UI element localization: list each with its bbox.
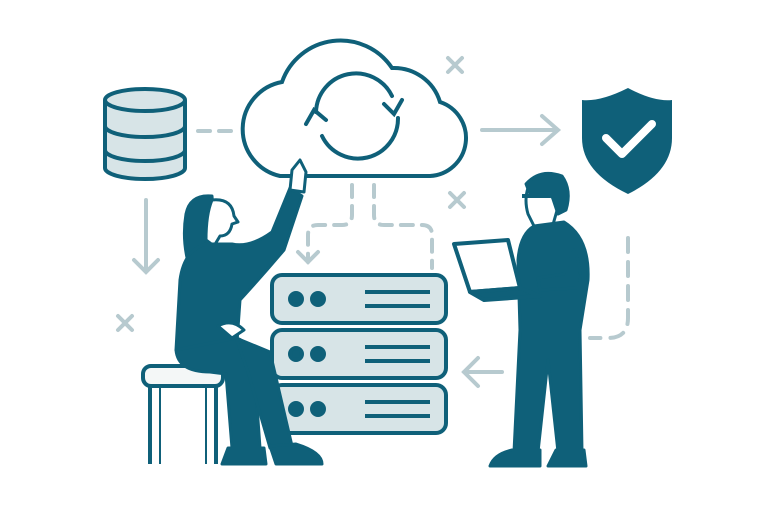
cloud-to-server-dash-right [372, 183, 434, 270]
torso [174, 186, 304, 360]
cloud-to-server-dash-left [306, 183, 354, 264]
laptop [452, 238, 542, 302]
server-unit [270, 273, 448, 325]
shoe [488, 448, 542, 468]
legs [512, 328, 584, 454]
shoe [220, 446, 268, 466]
server-unit [270, 383, 448, 435]
cloud-to-shield-arrow [480, 114, 562, 146]
man-figure [488, 171, 590, 468]
shoe-2 [546, 448, 588, 468]
sync-arrows-icon [304, 71, 404, 161]
stool [141, 364, 225, 464]
hair [524, 171, 570, 216]
shield-to-server-dash [588, 236, 630, 340]
x-marks [116, 56, 466, 332]
face [204, 198, 240, 248]
connector-lines [132, 114, 630, 388]
knee-hand [216, 321, 246, 340]
server-rack-icon [270, 273, 448, 435]
server-unit [270, 328, 448, 380]
hand [288, 158, 308, 194]
arm [536, 248, 582, 292]
x-mark-icon [448, 191, 466, 209]
cloud-outline [240, 38, 468, 178]
shoe-2 [268, 442, 324, 466]
cloud-sync-icon [240, 38, 468, 178]
shield-check-icon [582, 88, 672, 194]
x-mark-icon [446, 56, 464, 74]
woman-figure [174, 158, 324, 466]
server-return-arrow [461, 356, 504, 388]
db-down-arrow [132, 198, 160, 275]
x-mark-icon [116, 314, 134, 332]
database-icon [103, 87, 187, 181]
cloud-to-server-arrowhead [296, 250, 320, 265]
